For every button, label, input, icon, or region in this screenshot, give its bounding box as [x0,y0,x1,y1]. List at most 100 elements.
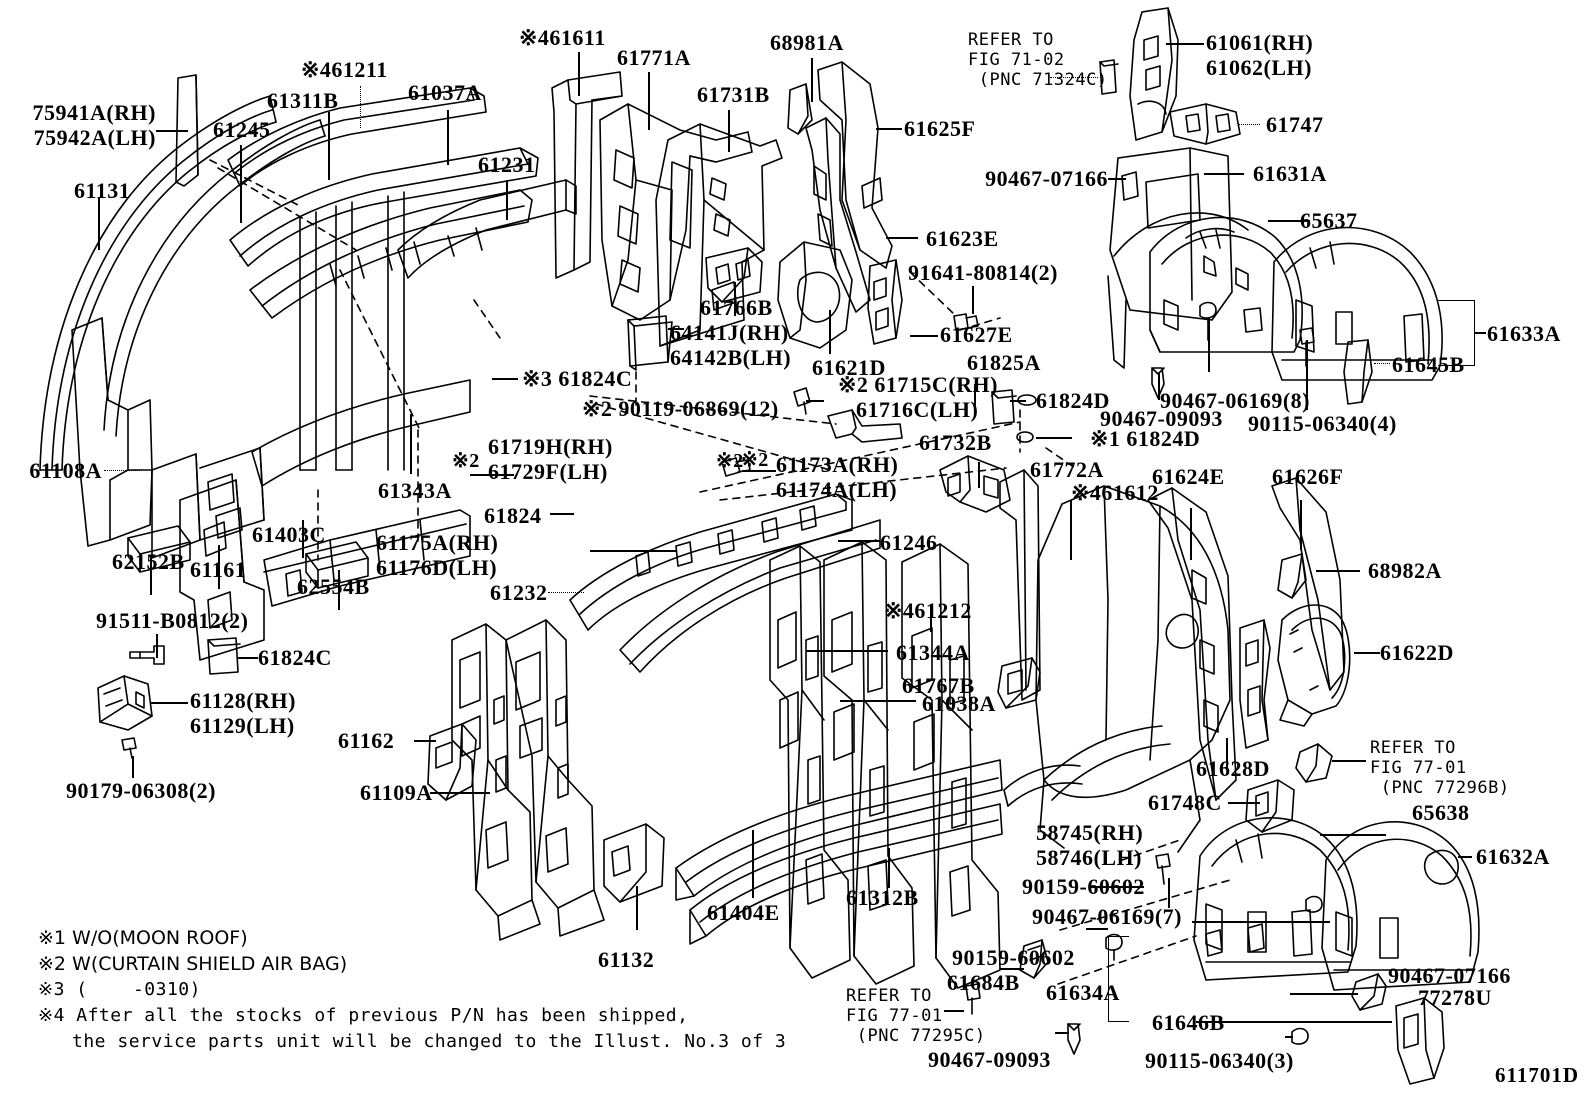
footnote-1: ※1 W/O(MOON ROOF) [38,927,248,949]
leader [829,310,831,354]
callout-68981a: 68981A [770,30,844,55]
leader [302,520,304,558]
leader [1320,834,1386,836]
callout-61246: 61246 [880,530,938,555]
leader [218,545,220,589]
art-quarter-panel-right [940,456,1479,1084]
callout-61715c: ※2 61715C(RH) 61716C(LH) [838,372,998,422]
callout-77278u: 77278U [1418,985,1492,1010]
callout-90467-06169-8: 90467-06169(8) [1160,388,1310,413]
leader [1316,570,1360,572]
leader [838,540,880,542]
leader [1055,1032,1069,1034]
callout-refer-fig-77-01-b: REFER TO FIG 77-01 (PNC 77295C) [846,986,986,1046]
callout-61719h: 61719H(RH) 61729F(LH) [488,434,613,484]
callout-90467-09093-bot: 90467-09093 [928,1047,1051,1072]
art-roof-side-rail-upper [40,75,576,758]
leader [150,555,152,595]
star2-c: ※2 [741,449,769,471]
callout-1-61824d: ※1 61824D [1090,426,1201,451]
callout-3-61824c: ※3 61824C [522,366,633,391]
leader [1204,173,1244,175]
leader [1474,332,1486,334]
callout-61623e: 61623E [926,226,999,251]
callout-461611: ※461611 [519,25,606,50]
leader [1158,372,1160,400]
callout-61628d: 61628D [1196,756,1270,781]
callout-61175a: 61175A(RH) 61176D(LH) [376,530,499,580]
callout-61232: 61232 [490,580,548,605]
leader [1168,878,1170,908]
leader [240,145,242,223]
callout-68982a: 68982A [1368,558,1442,583]
callout-90115-06340-4: 90115-06340(4) [1248,411,1397,436]
callout-61627e: 61627E [940,322,1013,347]
callout-61245: 61245 [213,117,271,142]
leader [360,86,361,128]
leader [974,384,976,412]
callout-61646b: 61646B [1152,1010,1225,1035]
callout-90119-06869: ※2 90119-06869(12) [582,396,779,421]
leader [1190,508,1192,560]
leader [1290,993,1358,995]
callout-61622d: 61622D [1380,640,1454,665]
star2-b: ※2 [716,450,744,472]
callout-61625f: 61625F [904,116,976,141]
callout-90467-06169-7: 90467-06169(7) [1032,904,1182,929]
leader [1090,886,1144,888]
star2-a: ※2 [452,450,480,472]
callout-61824d-a: 61824D [1036,388,1110,413]
leader [414,740,436,742]
callout-61344a: 61344A [896,640,970,665]
callout-61108a: 61108A [29,458,102,483]
callout-61162: 61162 [338,728,395,753]
leader [1086,928,1108,930]
leader [132,756,134,778]
leader [978,462,980,488]
art-leader-dashes [210,160,1230,984]
art-front-pillar-lower-left [428,494,1040,988]
leader [1108,178,1126,180]
leader [590,550,676,552]
callout-61632a: 61632A [1476,844,1550,869]
leader [1000,968,1024,970]
callout-91641-80814: 91641-80814(2) [908,260,1058,285]
leader [1036,437,1072,439]
callout-61631a: 61631A [1253,161,1327,186]
leader [1300,500,1302,550]
callout-refer-fig-71-02: REFER TO FIG 71-02 (PNC 71324C) [968,30,1108,90]
leader [104,470,140,471]
leader [492,378,518,380]
callout-58745: 58745(RH) 58746(LH) [1036,820,1144,870]
callout-61231: 61231 [478,152,536,177]
footnote-4-cont: the service parts unit will be changed t… [38,1031,787,1052]
callout-61626f: 61626F [1272,464,1344,489]
leader [728,110,730,152]
callout-61161: 61161 [190,557,247,582]
callout-90159-60602-a: 90159-60602 [1022,874,1145,899]
callout-461212: ※461212 [884,598,972,623]
leader [886,237,918,239]
leader [972,286,974,314]
leader [910,335,938,337]
leader [447,110,449,165]
callout-refer-fig-77-01-a: REFER TO FIG 77-01 (PNC 77296B) [1370,738,1510,798]
footnote-4: ※4 After all the stocks of previous P/N … [38,1005,689,1026]
leader [1306,340,1308,410]
callout-61634a: 61634A [1046,980,1120,1005]
callout-61824: 61824 [484,503,542,528]
callout-61621d: 61621D [812,355,886,380]
leader [1268,220,1310,222]
leader [156,130,188,132]
callout-61747: 61747 [1266,112,1324,137]
callout-62554b: 62554B [297,574,370,599]
footnote-2: ※2 W(CURTAIN SHIELD AIR BAG) [38,953,348,975]
callout-61645b: 61645B [1392,352,1465,377]
leader [548,592,584,593]
callout-61766b: 61766B [700,295,773,320]
leader [1010,400,1026,402]
art-rear-body-upper-right [1100,8,1442,404]
leader [1354,652,1380,654]
callout-90159-60602-b: 90159-60602 [952,945,1075,970]
